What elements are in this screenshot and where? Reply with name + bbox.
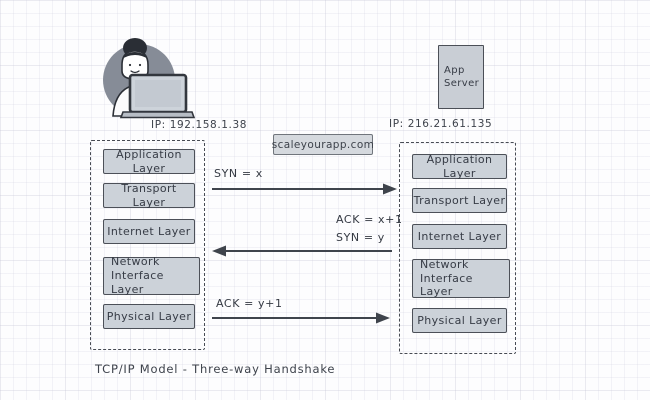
watermark-label: scaleyourapp.com [271,138,375,151]
watermark-badge: scaleyourapp.com [271,134,375,155]
server-layer-transport: Transport Layer [412,188,507,213]
client-layer-physical: Physical Layer [103,304,195,329]
client-layer-application: Application Layer [103,148,195,175]
app-server-box: App Server [438,45,484,109]
client-layer-transport: Transport Layer [103,182,195,209]
ack-x1-label: ACK = x+1 [336,213,403,226]
server-layer-physical: Physical Layer [412,308,507,333]
client-layer-network-interface: Network Interface Layer [103,255,200,296]
syn-y-label: SYN = y [336,231,385,244]
client-layer-internet: Internet Layer [103,219,195,244]
synack-arrowhead-left-icon [212,245,226,257]
server-ip-label: IP: 216.21.61.135 [389,118,493,130]
server-layer-application: Application Layer [412,153,507,180]
server-layer-internet: Internet Layer [412,224,507,249]
client-ip-label: IP: 192.158.1.38 [151,119,248,131]
ack-arrowhead-right-icon [376,312,390,324]
client-tcpip-stack: Application Layer Transport Layer Intern… [90,140,205,350]
syn-arrowhead-right-icon [383,183,397,195]
diagram-caption: TCP/IP Model - Three-way Handshake [95,362,336,376]
ack-y1-label: ACK = y+1 [216,297,283,310]
app-server-label: App Server [444,64,480,90]
server-tcpip-stack: Application Layer Transport Layer Intern… [399,142,516,354]
person-at-laptop-icon [103,38,195,119]
server-layer-network-interface: Network Interface Layer [412,258,510,298]
syn-label: SYN = x [214,167,263,180]
